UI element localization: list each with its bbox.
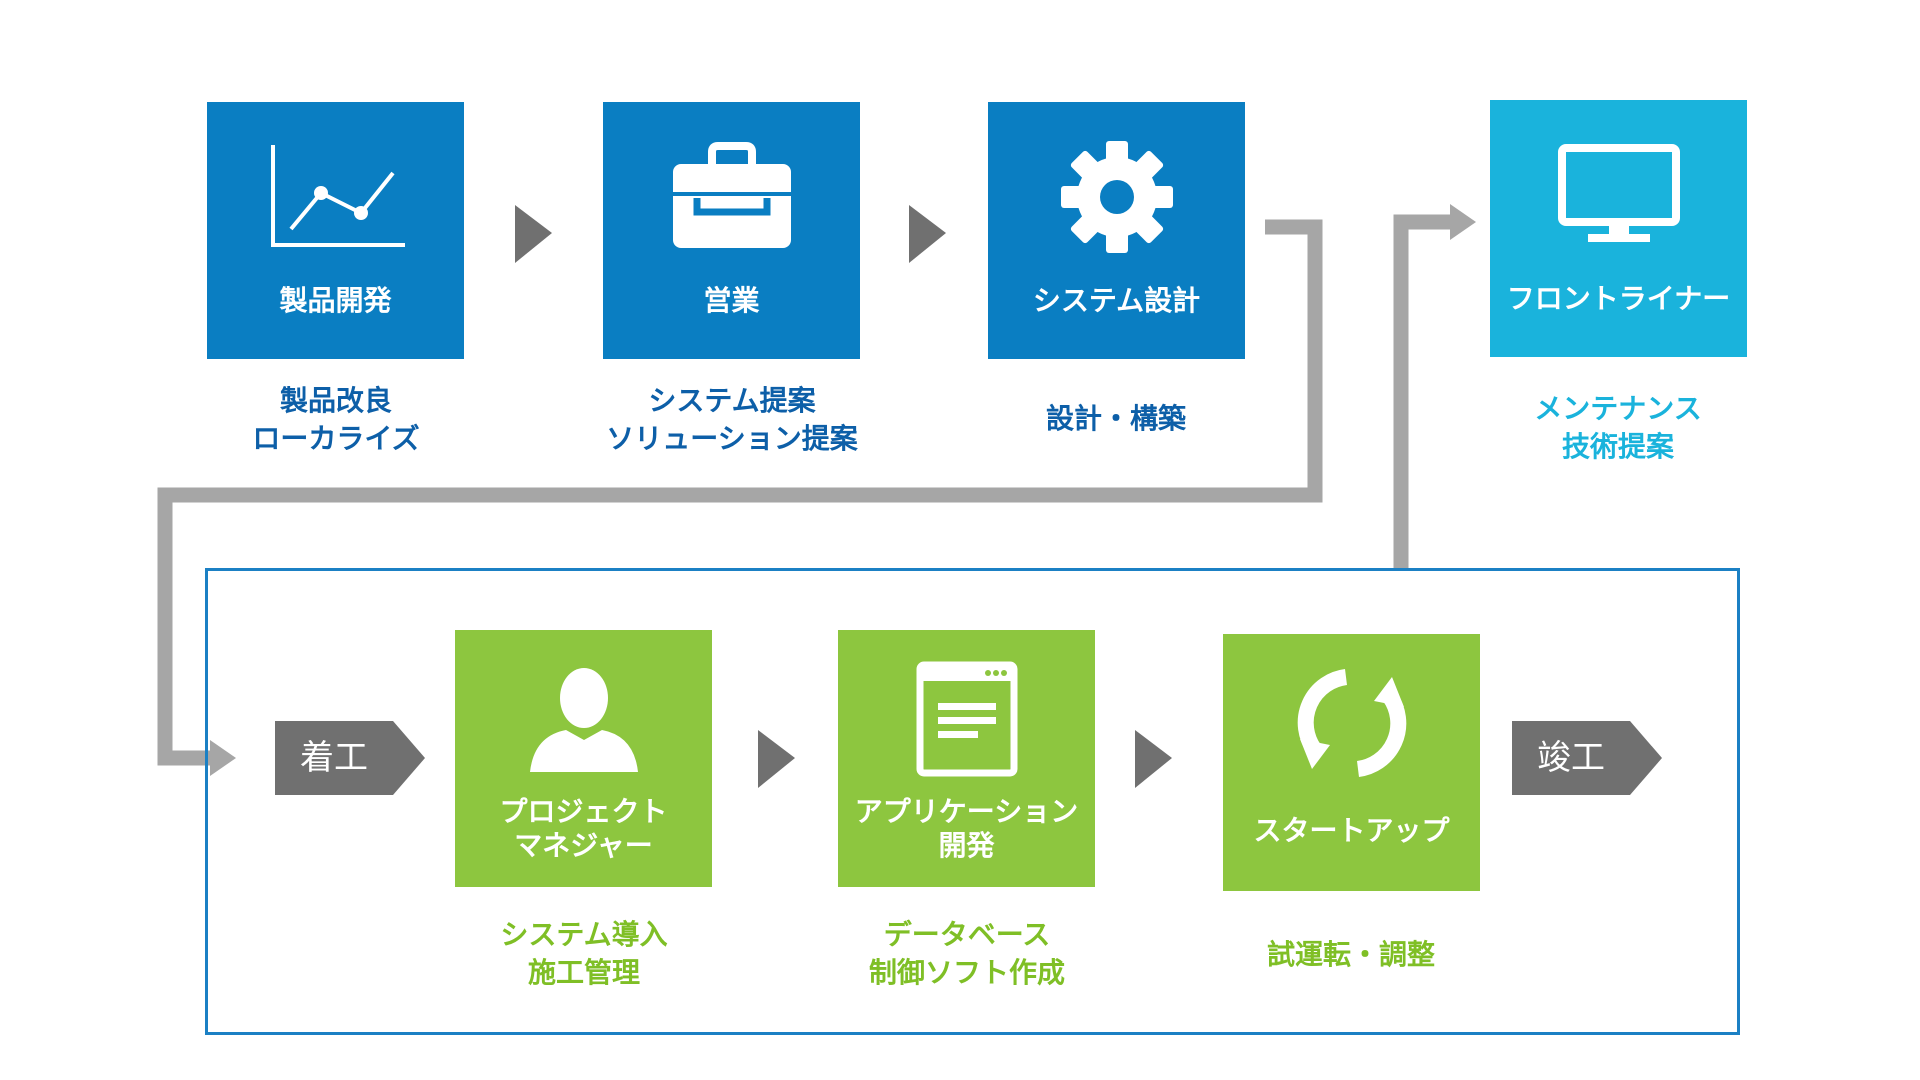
step-label: 営業 [703, 284, 760, 317]
end-tag-label: 竣工 [1537, 738, 1605, 778]
connector-frame-to-frontliner [1393, 214, 1455, 568]
document-window-icon [838, 644, 1095, 794]
arrow-top-2 [909, 205, 946, 263]
step-label: アプリケーション 開発 [854, 795, 1079, 862]
step-caption: メンテナンス 技術提案 [1534, 392, 1702, 463]
monitor-icon [1490, 100, 1747, 290]
arrow-top-1 [515, 205, 552, 263]
step-label: プロジェクト マネジャー [499, 795, 668, 862]
step-project-manager: プロジェクト マネジャー [455, 630, 712, 887]
step-caption: データベース 制御ソフト作成 [868, 918, 1065, 989]
step-product-development: 製品開発 [207, 102, 464, 359]
step-caption: システム提案 ソリューション提案 [606, 384, 858, 455]
end-tag: 竣工 [1512, 721, 1662, 795]
start-tag: 着工 [275, 721, 425, 795]
briefcase-icon [603, 102, 860, 292]
connector-start-arrowhead [210, 740, 236, 776]
gear-icon [988, 102, 1245, 292]
step-label: フロントライナー [1506, 282, 1731, 315]
step-front-liner: フロントライナー [1490, 100, 1747, 357]
step-application-development: アプリケーション 開発 [838, 630, 1095, 887]
person-icon [455, 644, 712, 794]
step-label: システム設計 [1032, 284, 1201, 317]
step-sales: 営業 [603, 102, 860, 359]
start-tag-label: 着工 [300, 738, 368, 778]
step-startup: スタートアップ [1223, 634, 1480, 891]
step-label: スタートアップ [1253, 814, 1450, 847]
connector-frontliner-arrowhead [1450, 204, 1476, 240]
arrow-bottom-1 [758, 730, 795, 788]
step-caption: システム導入 施工管理 [500, 918, 668, 989]
line-chart-icon [207, 102, 464, 292]
arrow-bottom-2 [1135, 730, 1172, 788]
step-caption: 製品改良 ローカライズ [252, 384, 420, 455]
refresh-icon [1223, 648, 1480, 798]
step-label: 製品開発 [279, 284, 392, 317]
connector-design-to-start [157, 219, 1323, 766]
construction-process-frame [205, 568, 1740, 1035]
step-system-design: システム設計 [988, 102, 1245, 359]
step-caption: 試運転・調整 [1266, 938, 1435, 971]
step-caption: 設計・構築 [1045, 402, 1186, 435]
